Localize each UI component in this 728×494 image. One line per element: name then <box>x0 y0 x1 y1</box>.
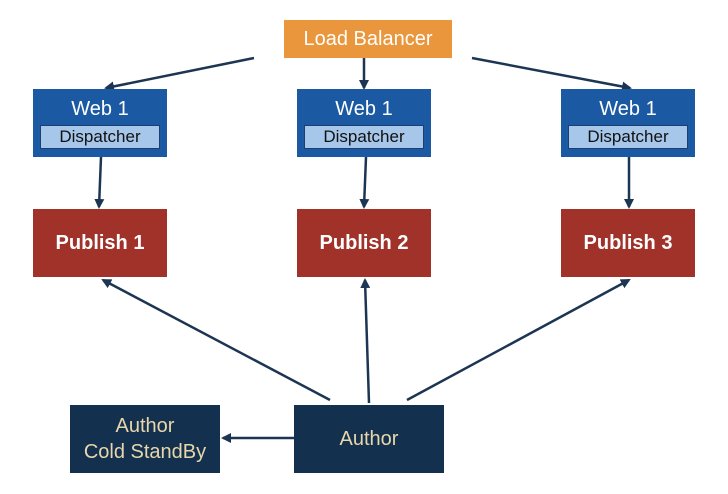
arrow-author-to-publish-1 <box>101 278 331 402</box>
web-node-2: Web 1 Dispatcher <box>297 89 431 157</box>
arrow-lb-to-web-3 <box>471 56 632 92</box>
arrow-lb-to-web-1 <box>104 56 255 92</box>
author-label: Author <box>339 427 399 450</box>
dispatcher-label: Dispatcher <box>568 125 688 149</box>
author-standby-line-2: Cold StandBy <box>83 441 207 463</box>
dispatcher-label: Dispatcher <box>304 125 424 149</box>
web-node-title: Web 1 <box>71 98 129 120</box>
arrow-web-2-to-publish-2 <box>359 156 370 209</box>
publish-node-1: Publish 1 <box>33 209 167 277</box>
author-standby-node: Author Cold StandBy <box>70 405 220 473</box>
publish-node-label: Publish 3 <box>583 231 673 254</box>
web-node-3: Web 1 Dispatcher <box>561 89 695 157</box>
publish-node-label: Publish 1 <box>55 231 145 254</box>
arrow-author-to-publish-3 <box>406 278 631 402</box>
load-balancer-node: Load Balancer <box>284 20 452 58</box>
web-node-1: Web 1 Dispatcher <box>33 89 167 157</box>
publish-node-2: Publish 2 <box>297 209 431 277</box>
arrow-author-to-publish-2 <box>360 278 371 404</box>
dispatcher-label: Dispatcher <box>40 125 160 149</box>
publish-node-3: Publish 3 <box>561 209 695 277</box>
author-standby-line-1: Author <box>115 415 175 437</box>
author-node: Author <box>294 405 444 473</box>
web-node-title: Web 1 <box>335 98 393 120</box>
web-node-title: Web 1 <box>599 98 657 120</box>
arrow-web-1-to-publish-1 <box>94 156 105 209</box>
load-balancer-label: Load Balancer <box>303 27 433 50</box>
publish-node-label: Publish 2 <box>319 231 409 254</box>
